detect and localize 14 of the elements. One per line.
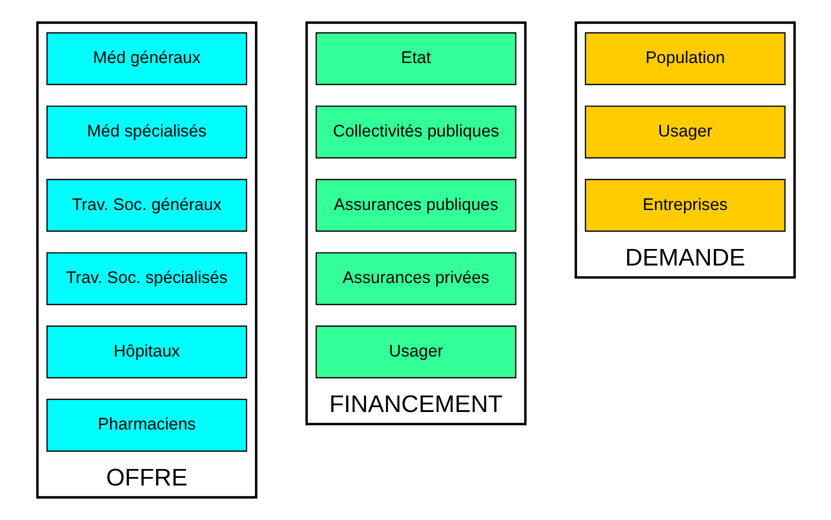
node-box: Entreprises bbox=[584, 178, 786, 232]
node-box: Usager bbox=[315, 326, 516, 378]
node-box: Trav. Soc. généraux bbox=[46, 178, 247, 232]
node-box: Collectivités publiques bbox=[315, 106, 516, 158]
node-box: Hôpitaux bbox=[46, 326, 247, 378]
node-box: Etat bbox=[315, 32, 516, 86]
node-box: Méd généraux bbox=[46, 32, 247, 86]
node-box: Population bbox=[584, 32, 786, 86]
node-box: Pharmaciens bbox=[46, 398, 247, 452]
node-box: Assurances privées bbox=[315, 252, 516, 306]
node-box: Trav. Soc. spécialisés bbox=[46, 252, 247, 306]
node-box: Méd spécialisés bbox=[46, 106, 247, 158]
node-box: Assurances publiques bbox=[315, 178, 516, 232]
node-box: Usager bbox=[584, 106, 786, 158]
